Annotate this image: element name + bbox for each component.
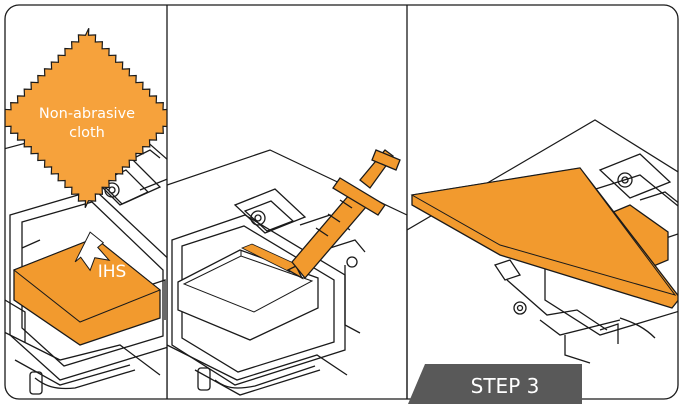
panel-step-1: IHS Non-abrasive cloth	[5, 27, 167, 399]
step-badge: STEP 3	[408, 364, 582, 404]
step-label: STEP 3	[471, 374, 540, 398]
panel-step-2	[167, 149, 407, 399]
ihs-label: IHS	[98, 262, 127, 282]
ihs-plate	[13, 237, 161, 346]
cloth-icon	[5, 27, 167, 209]
cpu-socket	[493, 153, 678, 364]
cpu-socket	[167, 188, 366, 396]
panel-frames	[4, 4, 679, 400]
panel-step-3	[407, 119, 678, 399]
cloth-label-line1: Non-abrasive	[39, 106, 135, 122]
socket-load-plate	[410, 167, 678, 309]
thermal-paste-syringe-icon	[286, 149, 401, 280]
down-arrow-icon	[74, 231, 111, 272]
ihs-plate	[177, 249, 319, 341]
cloth-label-line2: cloth	[69, 125, 105, 141]
